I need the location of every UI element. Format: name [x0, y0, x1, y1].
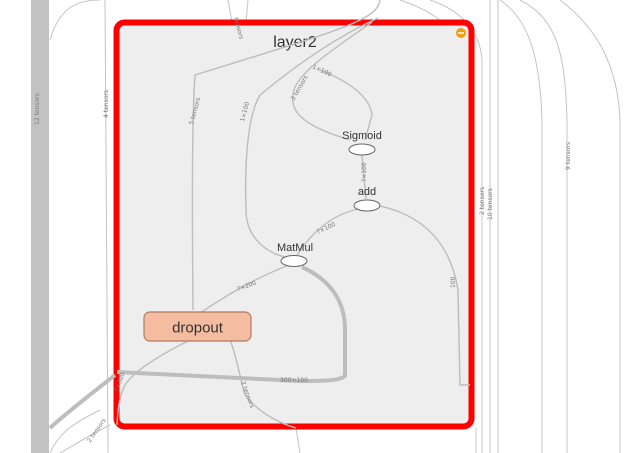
internal-edges: [48, 0, 470, 430]
matmul-node[interactable]: MatMul: [277, 242, 313, 267]
dropout-box[interactable]: [143, 311, 252, 342]
op-ellipse-icon[interactable]: [280, 255, 308, 267]
collapse-button[interactable]: [456, 28, 466, 38]
background-edges: [31, 0, 621, 453]
edge-label: 2 tensors: [479, 187, 486, 215]
add-label: add: [358, 186, 376, 198]
edge-label: 100: [450, 276, 457, 288]
dropout-node[interactable]: dropout: [143, 311, 252, 342]
edge-label: 10 tensors: [487, 188, 494, 220]
layer2-group-box[interactable]: [113, 19, 475, 430]
sigmoid-label: Sigmoid: [342, 130, 382, 142]
edge-label: 9 tensors: [565, 142, 572, 170]
op-ellipse-icon[interactable]: [348, 143, 376, 156]
edge-label: 4 tensors: [103, 90, 110, 118]
edge-label: 300×100: [280, 377, 308, 384]
dropout-label: dropout: [172, 320, 224, 337]
edge-label: ?×100: [361, 162, 368, 182]
left-edge-bus: [31, 0, 49, 453]
sigmoid-node[interactable]: Sigmoid: [342, 130, 382, 156]
add-node[interactable]: add: [353, 186, 381, 212]
op-ellipse-icon[interactable]: [353, 199, 381, 212]
edge-label: 12 tensors: [34, 93, 41, 125]
edge-label: 2 tensors: [86, 417, 108, 444]
matmul-label: MatMul: [277, 242, 313, 254]
